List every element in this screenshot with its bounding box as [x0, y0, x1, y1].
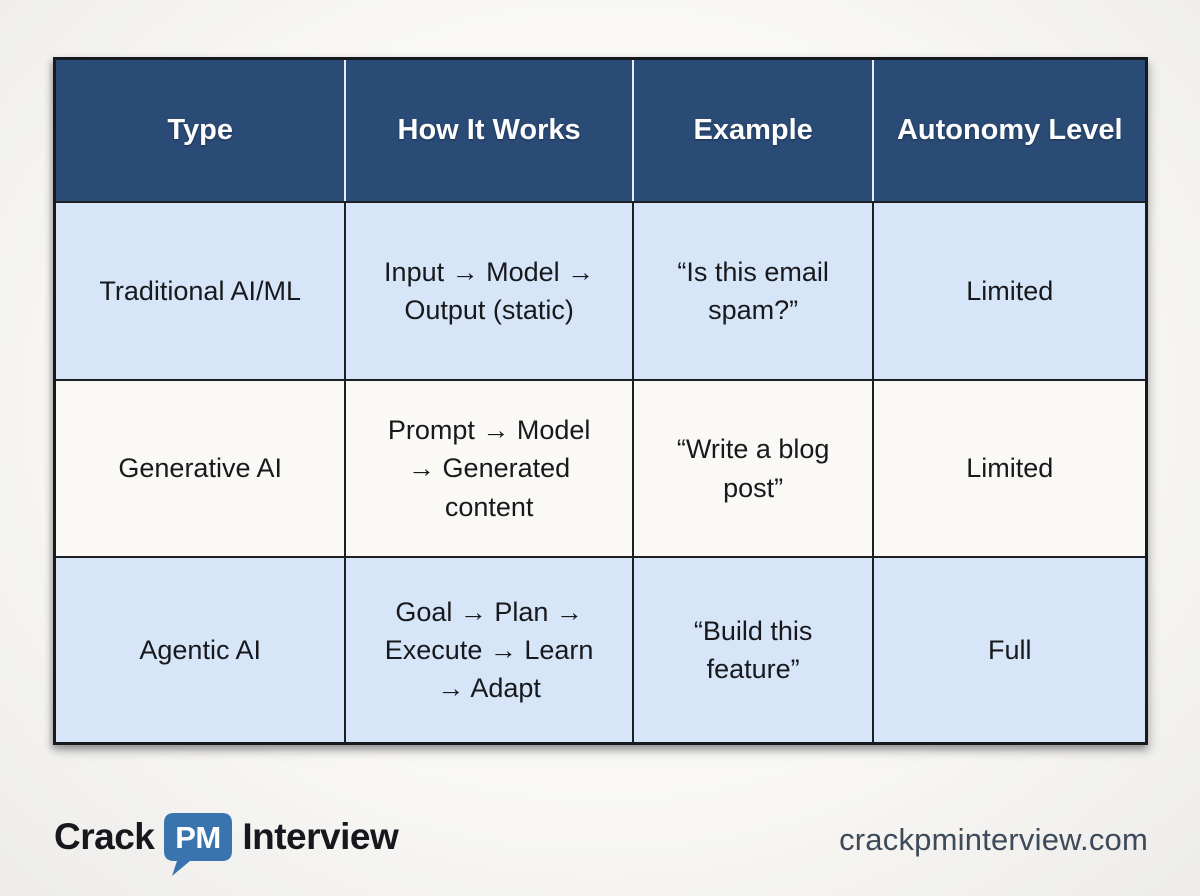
- cell-how-traditional: Input → Model → Output (static): [346, 201, 634, 379]
- header-cell-how: How It Works: [346, 60, 634, 201]
- pm-badge-label: PM: [176, 820, 222, 855]
- brand-text-interview: Interview: [242, 816, 399, 857]
- cell-type-agentic: Agentic AI: [56, 556, 347, 742]
- cell-how-agentic: Goal → Plan → Execute → Learn → Adapt: [346, 556, 634, 742]
- cell-how-generative: Prompt → Model → Generated content: [346, 379, 634, 556]
- cell-type-traditional: Traditional AI/ML: [56, 201, 347, 379]
- cell-autonomy-generative: Limited: [874, 379, 1145, 556]
- website-url: crackpminterview.com: [839, 822, 1148, 857]
- header-cell-example: Example: [633, 60, 875, 201]
- pm-speech-bubble-icon: PM: [164, 813, 233, 876]
- cell-example-agentic: “Build this feature”: [633, 556, 875, 742]
- header-cell-autonomy: Autonomy Level: [874, 60, 1145, 201]
- brand-text-crack: Crack: [54, 816, 155, 857]
- brand-logo: Crack PM Interview: [54, 813, 399, 877]
- cell-example-generative: “Write a blog post”: [633, 379, 875, 556]
- comparison-table: Type How It Works Example Autonomy Level…: [53, 57, 1148, 745]
- cell-autonomy-traditional: Limited: [874, 201, 1145, 379]
- cell-type-generative: Generative AI: [56, 379, 347, 556]
- cell-autonomy-agentic: Full: [874, 556, 1145, 742]
- header-cell-type: Type: [56, 60, 347, 201]
- cell-example-traditional: “Is this email spam?”: [633, 201, 875, 379]
